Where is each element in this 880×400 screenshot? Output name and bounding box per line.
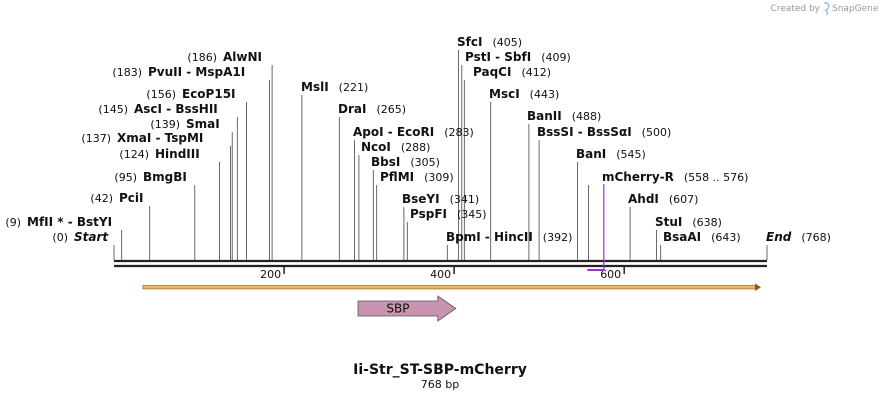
site-name-bseyi[interactable]: BseYI bbox=[402, 192, 440, 206]
snapgene-logo-icon bbox=[823, 2, 830, 16]
site-name-bsaai[interactable]: BsaAI bbox=[663, 230, 701, 244]
site-name-ecop15i[interactable]: EcoP15I bbox=[182, 87, 236, 101]
snapgene-brand: SnapGene bbox=[832, 4, 879, 14]
site-pos-pcii: (42) bbox=[90, 192, 113, 205]
site-pos-paqci: (412) bbox=[521, 66, 551, 79]
site-pos-pvuii-mspa1i: (183) bbox=[112, 66, 142, 79]
site-pos-msli: (221) bbox=[339, 81, 369, 94]
scale-ticks: 200 400 600 bbox=[260, 266, 625, 281]
site-pos-smai: (139) bbox=[150, 118, 180, 131]
sbp-feature[interactable]: SBP bbox=[357, 295, 457, 322]
site-name-apoi-ecori[interactable]: ApoI - EcoRI bbox=[353, 125, 434, 139]
site-name-msli[interactable]: MslI bbox=[301, 80, 329, 94]
site-name-pflmi[interactable]: PflMI bbox=[380, 170, 414, 184]
map-length: 768 bp bbox=[421, 378, 459, 391]
site-name-smai[interactable]: SmaI bbox=[186, 117, 220, 131]
site-pos-bmgbi: (95) bbox=[114, 171, 137, 184]
site-name-bsssi-bsss-i[interactable]: BssSI - BssSαI bbox=[537, 125, 632, 139]
site-name-bani[interactable]: BanI bbox=[576, 147, 606, 161]
site-name-alwni[interactable]: AlwNI bbox=[223, 50, 262, 64]
site-labels: (0) Start (9) MfII * - BstYI (42) PciI (95) Bmg… bbox=[5, 35, 831, 244]
site-pos-pflmi: (309) bbox=[424, 171, 454, 184]
mcherry-r-primer[interactable] bbox=[587, 184, 605, 271]
sbp-arrow bbox=[357, 295, 457, 322]
site-name-end[interactable]: End bbox=[766, 230, 792, 244]
site-pos-hindiii: (124) bbox=[119, 148, 149, 161]
tick-label-600: 600 bbox=[600, 268, 621, 281]
site-pos-bseyi: (341) bbox=[450, 193, 480, 206]
site-name-mcherry-r[interactable]: mCherry-R bbox=[602, 170, 674, 184]
created-by-credit: Created by bbox=[770, 4, 820, 14]
site-name-bpmi-hincii[interactable]: BpmI - HincII bbox=[446, 230, 533, 244]
orf-arrow[interactable] bbox=[142, 283, 761, 292]
site-name-hindiii[interactable]: HindIII bbox=[155, 147, 200, 161]
site-name-bbsi[interactable]: BbsI bbox=[371, 155, 400, 169]
site-name-pspfi[interactable]: PspFI bbox=[410, 207, 447, 221]
site-pos-xmai-tspmi: (137) bbox=[81, 132, 111, 145]
site-pos-mfii-bstyi: (9) bbox=[5, 216, 21, 229]
sbp-label: SBP bbox=[386, 302, 409, 316]
site-pos-banii: (488) bbox=[572, 110, 602, 123]
site-name-pcii[interactable]: PciI bbox=[119, 191, 144, 205]
site-name-drai[interactable]: DraI bbox=[338, 102, 366, 116]
site-pos-start: (0) bbox=[52, 231, 68, 244]
site-pos-drai: (265) bbox=[376, 103, 406, 116]
site-pos-mcherry-r: (558 .. 576) bbox=[684, 171, 749, 184]
site-name-start[interactable]: Start bbox=[74, 230, 109, 244]
site-pos-sfci: (405) bbox=[492, 36, 522, 49]
site-pos-psti-sbfi: (409) bbox=[541, 51, 571, 64]
site-pos-alwni: (186) bbox=[187, 51, 217, 64]
site-pos-msci: (443) bbox=[530, 88, 560, 101]
site-name-sfci[interactable]: SfcI bbox=[457, 35, 482, 49]
site-name-ahdi[interactable]: AhdI bbox=[628, 192, 659, 206]
site-name-bmgbi[interactable]: BmgBI bbox=[143, 170, 187, 184]
site-name-msci[interactable]: MscI bbox=[489, 87, 520, 101]
site-pos-stui: (638) bbox=[692, 216, 722, 229]
site-pos-end: (768) bbox=[801, 231, 831, 244]
site-pos-asci-bsshii: (145) bbox=[98, 103, 128, 116]
site-pos-bsaai: (643) bbox=[711, 231, 741, 244]
map-title: Ii-Str_ST-SBP-mCherry bbox=[353, 362, 527, 378]
site-pos-bbsi: (305) bbox=[410, 156, 440, 169]
site-name-ncoi[interactable]: NcoI bbox=[361, 140, 391, 154]
site-pos-ecop15i: (156) bbox=[146, 88, 176, 101]
orf-arrowhead bbox=[755, 283, 761, 291]
site-pos-apoi-ecori: (283) bbox=[444, 126, 474, 139]
tick-label-400: 400 bbox=[430, 268, 451, 281]
site-name-mfii-bstyi[interactable]: MfII * - BstYI bbox=[27, 215, 112, 229]
site-pos-bpmi-hincii: (392) bbox=[543, 231, 573, 244]
tick-label-200: 200 bbox=[260, 268, 281, 281]
site-name-stui[interactable]: StuI bbox=[655, 215, 682, 229]
orf-bar bbox=[142, 285, 757, 290]
site-pos-ncoi: (288) bbox=[401, 141, 431, 154]
site-name-banii[interactable]: BanII bbox=[527, 109, 562, 123]
site-name-paqci[interactable]: PaqCI bbox=[473, 65, 511, 79]
site-pos-bsssi-bsss-i: (500) bbox=[642, 126, 672, 139]
site-name-asci-bsshii[interactable]: AscI - BssHII bbox=[134, 102, 218, 116]
site-pos-pspfi: (345) bbox=[457, 208, 487, 221]
site-name-pvuii-mspa1i[interactable]: PvuII - MspA1I bbox=[148, 65, 245, 79]
site-name-xmai-tspmi[interactable]: XmaI - TspMI bbox=[117, 131, 203, 145]
site-name-psti-sbfi[interactable]: PstI - SbfI bbox=[465, 50, 531, 64]
site-pos-bani: (545) bbox=[616, 148, 646, 161]
site-leader-lines bbox=[113, 50, 768, 260]
site-pos-ahdi: (607) bbox=[669, 193, 699, 206]
